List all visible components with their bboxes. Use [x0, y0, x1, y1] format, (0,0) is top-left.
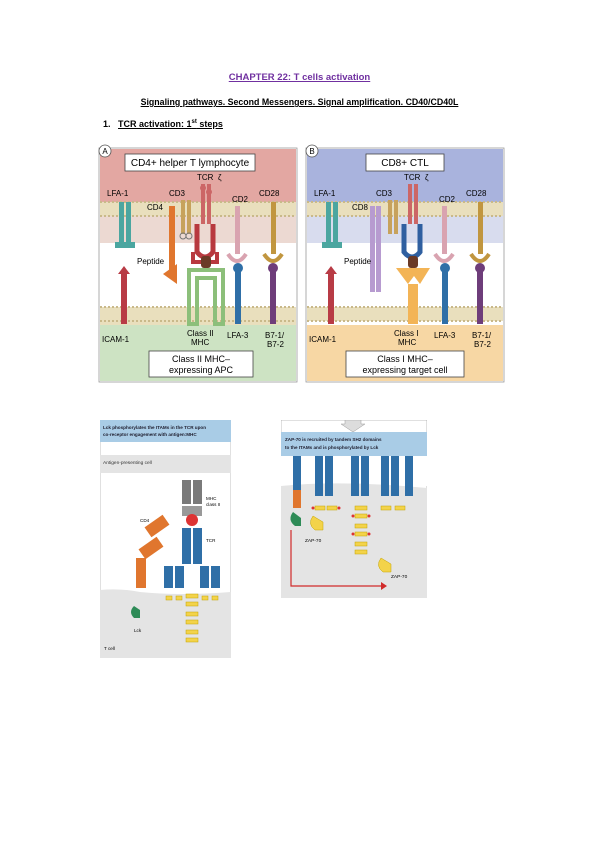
flow-arrow-icon [340, 419, 366, 433]
target-membrane [307, 306, 503, 322]
lck-label: Lck [134, 628, 142, 633]
b7-label-1: B7-1/ [265, 331, 285, 340]
section-title: TCR activation: 1 [118, 119, 192, 129]
cd28-label-b: CD28 [466, 189, 487, 198]
cd3-label-b: CD3 [376, 189, 393, 198]
cd2-label: CD2 [232, 195, 249, 204]
apc-label: Antigen-presenting cell [103, 460, 152, 466]
mhc-class-label: class II [206, 502, 220, 507]
zeta-label-b: ζ [425, 173, 429, 182]
mhc-label-2: MHC [191, 338, 209, 347]
target-label-2: expressing target cell [362, 365, 447, 375]
figure-zap70-svg: ZAP-70 is recruited by tandem SH2 domain… [280, 419, 428, 599]
figure-lck-phosphorylation: Lck phosphorylates the ITAMs in the TCR … [99, 419, 232, 659]
phosphorylation-arrow-icon [290, 530, 381, 587]
tcr-label: TCR [197, 173, 214, 182]
mhc-label-b-1: Class I [394, 329, 418, 338]
cd4-label: CD4 [147, 203, 164, 212]
tcell-cytoplasm [100, 589, 231, 658]
chapter-subtitle: Signaling pathways. Second Messengers. S… [140, 97, 459, 107]
b7-label-b-2: B7-2 [474, 340, 491, 349]
lfa1-label: LFA-1 [107, 189, 129, 198]
b7-label-2: B7-2 [267, 340, 284, 349]
tcr-label-bl: TCR [206, 538, 216, 543]
cd4-label-bl: CD4 [140, 518, 150, 523]
zap-header-bg [281, 432, 427, 456]
zap-header-1: ZAP-70 is recruited by tandem SH2 domain… [285, 437, 382, 442]
figure-lck-svg: Lck phosphorylates the ITAMs in the TCR … [99, 419, 232, 659]
icam1-label-b: ICAM-1 [309, 335, 337, 344]
zap70-label-1: ZAP-70 [305, 538, 322, 544]
b7-label-b-1: B7-1/ [472, 331, 492, 340]
lfa1-label-b: LFA-1 [314, 189, 336, 198]
figure-tcr-svg: A CD4+ helper T lymphocyte LFA-1 ICAM-1 … [98, 144, 505, 383]
lfa3-label: LFA-3 [227, 331, 249, 340]
panel-a-letter: A [102, 147, 108, 156]
section-number: 1. [103, 119, 111, 129]
cd28-label: CD28 [259, 189, 280, 198]
tcell-membrane [100, 201, 296, 217]
mhc-label-b-2: MHC [398, 338, 416, 347]
cd2-label-b: CD2 [439, 195, 456, 204]
tcr-label-b: TCR [404, 173, 421, 182]
tcell-label: T cell [104, 646, 115, 651]
lck-header-2: co-receptor engagement with antigen:MHC [103, 432, 197, 437]
zap-header-2: to the ITAMs and is phosphorylated by Lc… [285, 445, 379, 450]
zap-cytoplasm [281, 483, 427, 598]
section-title-end: steps [196, 119, 223, 129]
figure-tcr-coreceptors: A CD4+ helper T lymphocyte LFA-1 ICAM-1 … [97, 144, 506, 384]
figure-zap70-recruitment: ZAP-70 is recruited by tandem SH2 domain… [280, 419, 428, 599]
target-label-1: Class I MHC– [377, 354, 433, 364]
lfa3-label-b: LFA-3 [434, 331, 456, 340]
lck-header-bg [100, 420, 231, 442]
cd8-label: CD8 [352, 203, 369, 212]
panel-b-header: CD8+ CTL [381, 158, 429, 169]
ctl-membrane [307, 201, 503, 217]
apc-label-1: Class II MHC– [172, 354, 230, 364]
apc-cell [100, 455, 231, 473]
zeta-label: ζ [218, 173, 222, 182]
cd3-label: CD3 [169, 189, 186, 198]
peptide-label: Peptide [137, 257, 165, 266]
peptide-label-b: Peptide [344, 257, 372, 266]
panel-b-letter: B [309, 147, 314, 156]
zap70-label-2: ZAP-70 [391, 574, 408, 580]
lck-header-1: Lck phosphorylates the ITAMs in the TCR … [103, 425, 206, 430]
panel-a: A CD4+ helper T lymphocyte LFA-1 ICAM-1 … [98, 144, 298, 383]
section-heading: 1. TCR activation: 1st steps [103, 119, 223, 129]
mhc-label: MHC [206, 496, 217, 501]
mhc-label-1: Class II [187, 329, 214, 338]
apc-label-2: expressing APC [169, 365, 234, 375]
section-title-sup: st [191, 119, 197, 125]
panel-a-header: CD4+ helper T lymphocyte [131, 158, 250, 169]
panel-b: B CD8+ CTL LFA-1 ICAM-1 CD8 CD3 TCR ζ Pe… [305, 144, 505, 383]
icam1-label: ICAM-1 [102, 335, 130, 344]
chapter-title: CHAPTER 22: T cells activation [228, 72, 371, 83]
